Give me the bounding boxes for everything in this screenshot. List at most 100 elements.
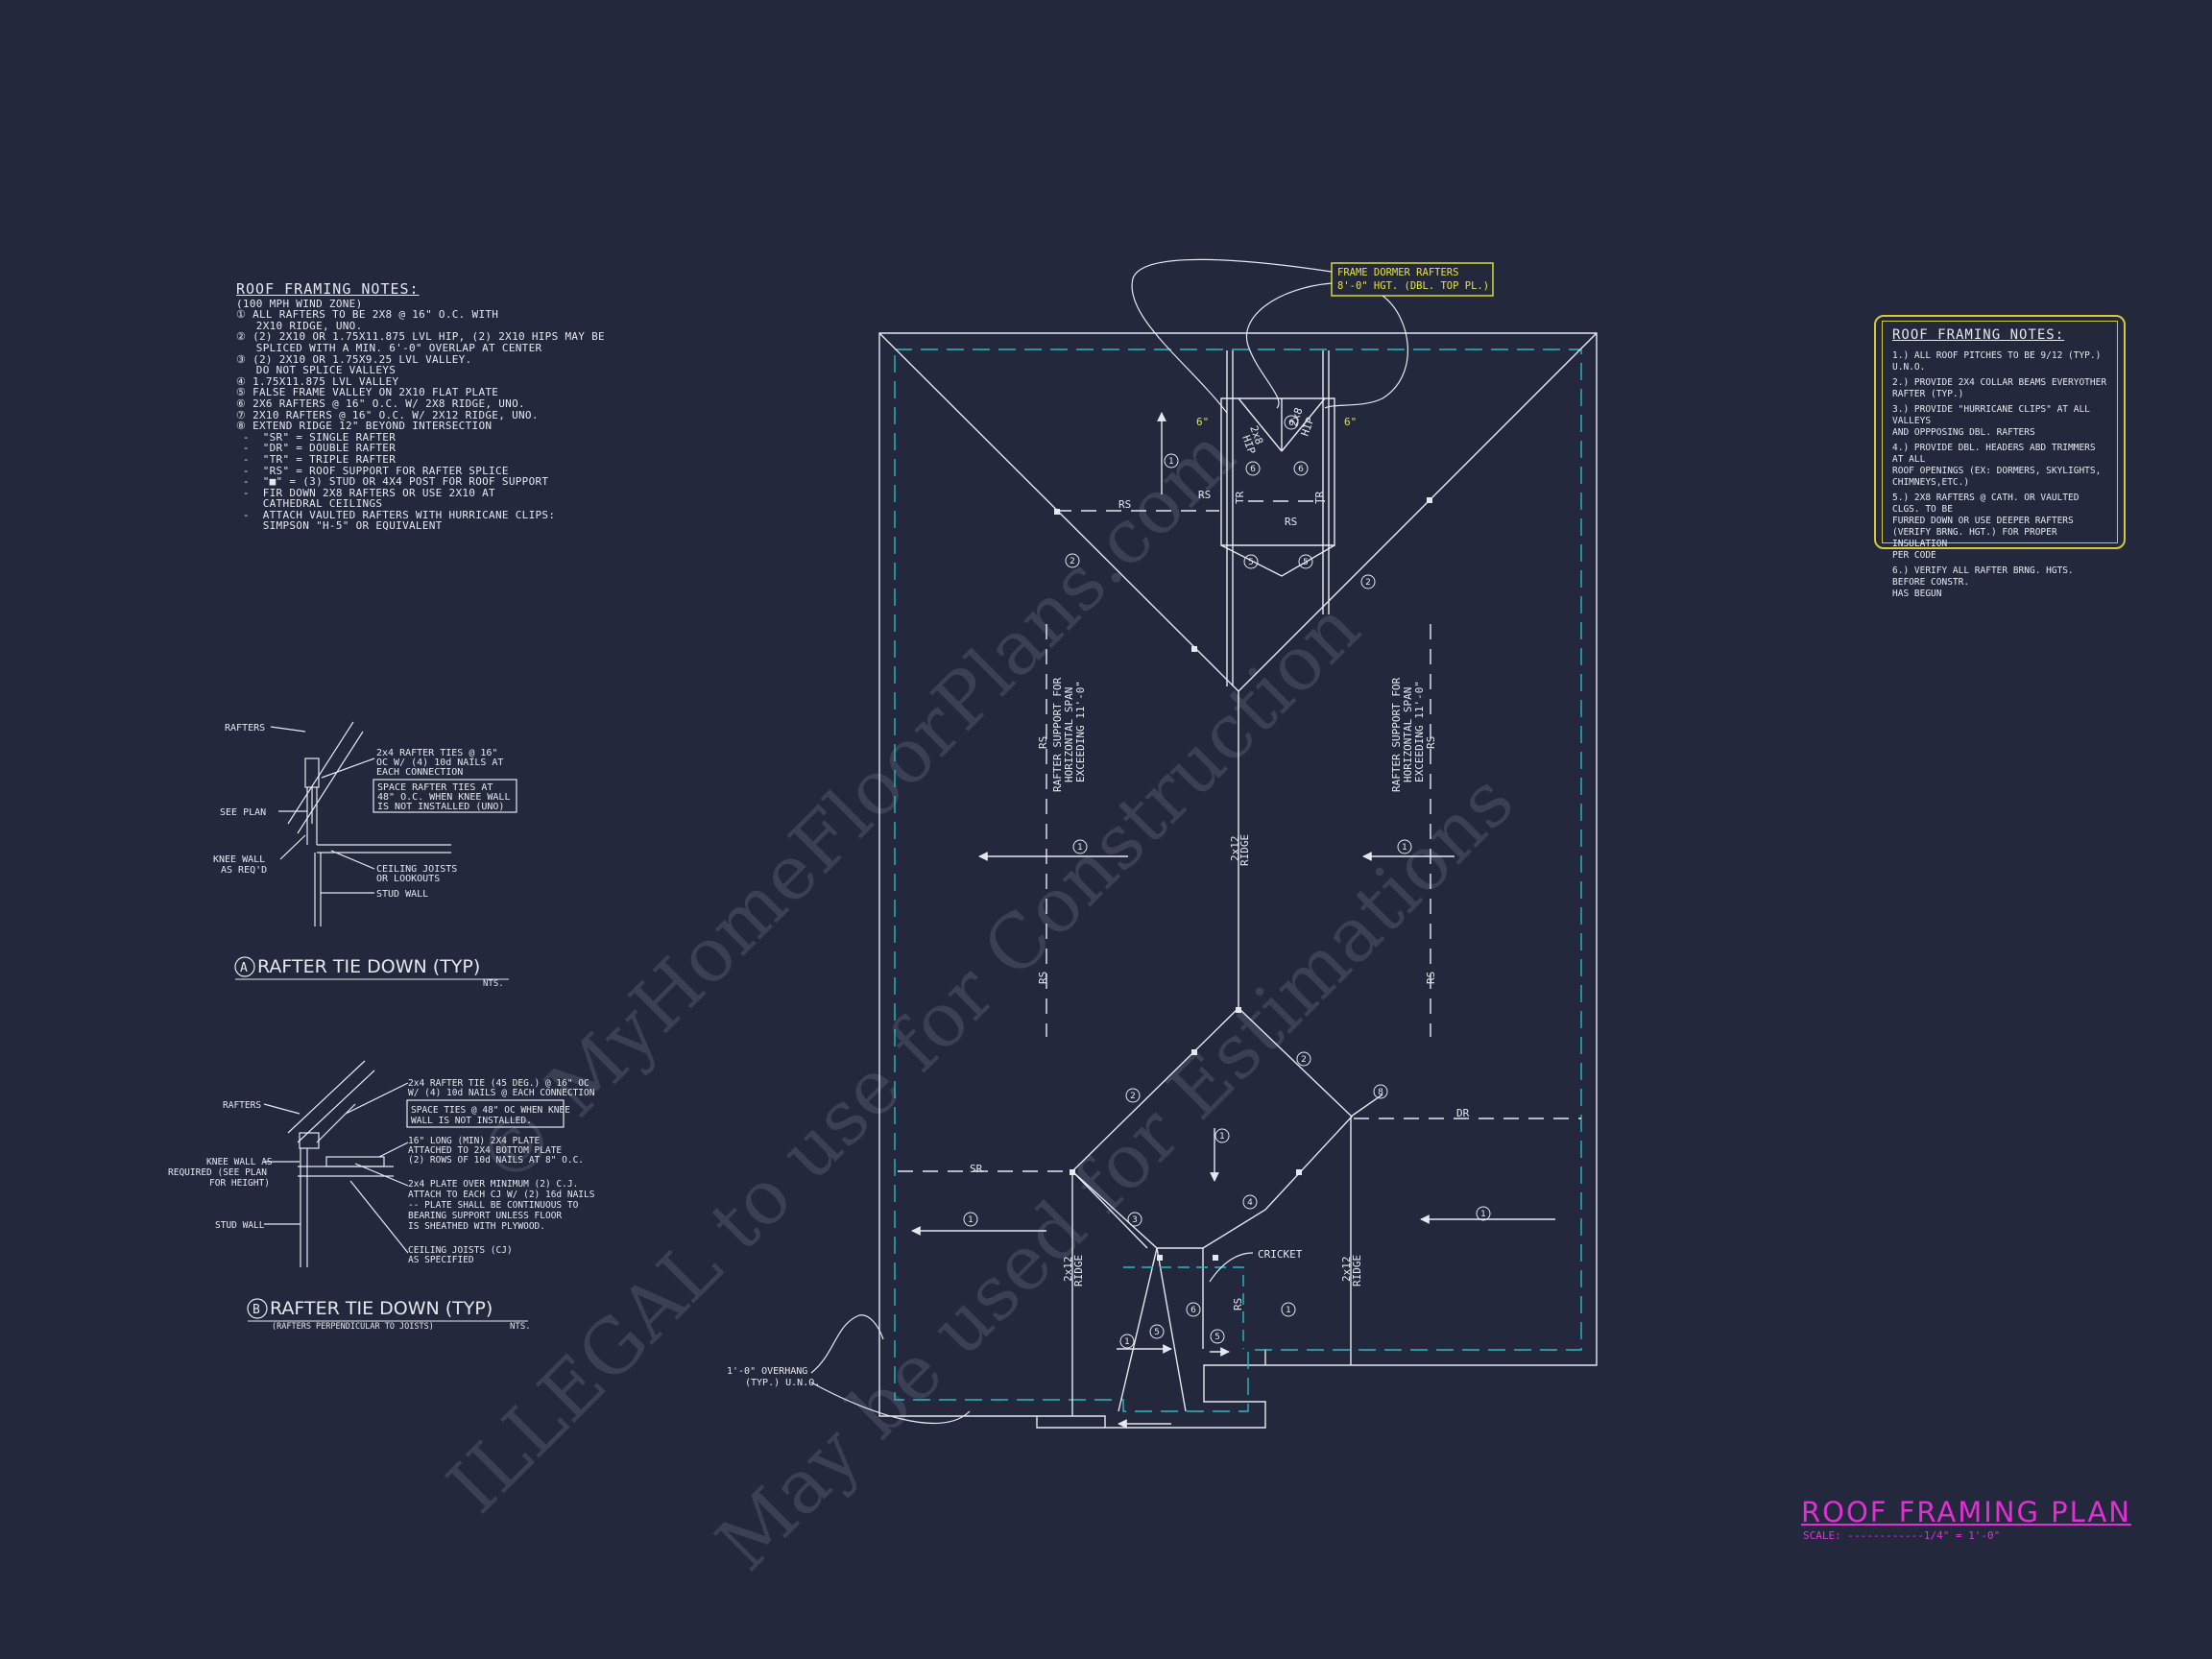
label: AS SPECIFIED	[408, 1255, 474, 1265]
label: STUD WALL	[376, 889, 428, 900]
detail-letter: A	[240, 961, 248, 975]
rafter	[297, 1070, 375, 1143]
notes-box-title: ROOF FRAMING NOTES:	[1892, 327, 2065, 343]
label: KNEE WALL	[213, 854, 265, 865]
detail-title: RAFTER TIE DOWN (TYP)	[270, 1298, 493, 1319]
label: BEARING SUPPORT UNLESS FLOOR	[408, 1211, 562, 1221]
ridge-label: RIDGE	[1351, 1255, 1363, 1286]
leader-line	[1245, 282, 1333, 409]
post	[1191, 646, 1197, 652]
key-5: 5	[1154, 1328, 1160, 1337]
valley-line	[1071, 1170, 1148, 1249]
note-line: ⑧ EXTEND RIDGE 12" BEYOND INTERSECTION	[236, 420, 493, 433]
note-line: ③ (2) 2x10 OR 1.75x9.25 LVL VALLEY.	[236, 352, 472, 366]
dormer-hip	[1281, 397, 1326, 452]
rs-label: RS	[1425, 972, 1437, 984]
note-line: - ATTACH VAULTED RAFTERS WITH HURRICANE …	[236, 508, 556, 521]
rs-label: RS	[1232, 1298, 1244, 1310]
label: FOR HEIGHT)	[209, 1178, 270, 1189]
key-1: 1	[1168, 457, 1174, 467]
label: ATTACH TO EACH CJ W/ (2) 16d NAILS	[408, 1190, 595, 1200]
label: SEE PLAN	[220, 807, 266, 818]
key-circle	[1242, 1194, 1258, 1210]
note-item: PER CODE	[1892, 550, 1936, 561]
key-circle	[1281, 1302, 1296, 1317]
label: KNEE WALL AS	[206, 1157, 273, 1167]
sr-label: SR	[970, 1163, 983, 1175]
note-item: RAFTER (TYP.)	[1892, 389, 1964, 399]
note-item: AND OPPPOSING DBL. RAFTERS	[1892, 427, 2035, 438]
key-circle	[1119, 1334, 1135, 1349]
key-circle	[1293, 461, 1309, 476]
dormer-callout-line-1: FRAME DORMER RAFTERS	[1337, 267, 1458, 278]
key-1: 1	[1480, 1210, 1486, 1219]
note-item: CHIMNEYS,ETC.)	[1892, 477, 1970, 488]
tie-box	[406, 1099, 565, 1128]
detail-nts: NTS.	[483, 979, 504, 989]
key-6: 6	[1250, 465, 1256, 474]
rs-label: RS	[1285, 516, 1297, 528]
rs-label: RS	[1425, 736, 1437, 749]
label: -- PLATE SHALL BE CONTINUOUS TO	[408, 1200, 579, 1211]
leader-line	[354, 1163, 409, 1187]
rafter	[287, 721, 354, 825]
detail-marker-circle	[247, 1298, 268, 1319]
roof-framing-notes-box: ROOF FRAMING NOTES: 1.) ALL ROOF PITCHES…	[1874, 315, 2126, 599]
key-1: 1	[1219, 1132, 1225, 1142]
dormer-hip	[1238, 397, 1283, 452]
key-number-text: 1 2 2 6 6 6 5 5 1 1 2 2 1 8 4 3 1 1 5 5 …	[968, 419, 1486, 1347]
detail-marker-circle	[234, 956, 255, 977]
key-1: 1	[1402, 843, 1407, 853]
post	[1157, 1255, 1163, 1261]
label: (2) ROWS OF 10d NAILS AT 8" O.C.	[408, 1155, 584, 1166]
dormer-callout: FRAME DORMER RAFTERS 8'-0" HGT. (DBL. TO…	[1131, 258, 1494, 414]
cricket-leader	[1209, 1252, 1254, 1283]
note-line: - "■" = (3) STUD OR 4x4 POST FOR ROOF SU…	[236, 475, 549, 489]
label: CEILING JOISTS	[376, 864, 457, 875]
support-note: EXCEEDING 11'-0"	[1413, 681, 1426, 782]
support-note: EXCEEDING 11'-0"	[1074, 681, 1087, 782]
note-line: ⑥ 2x6 RAFTERS @ 16" O.C. W/ 2x8 RIDGE, U…	[236, 397, 525, 410]
rs-label: RS	[1198, 489, 1211, 501]
post	[1213, 1255, 1218, 1261]
note-line: - "DR" = DOUBLE RAFTER	[236, 442, 397, 455]
ridge-size: 2x12	[1229, 836, 1241, 862]
note-item: 6.) VERIFY ALL RAFTER BRNG. HGTS. BEFORE…	[1892, 565, 2074, 588]
notes-box-inner: ROOF FRAMING NOTES: 1.) ALL ROOF PITCHES…	[1882, 321, 2118, 599]
note-item: FURRED DOWN OR USE DEEPER RAFTERS	[1892, 516, 2074, 526]
overhang-line-2: (TYP.) U.N.O.	[745, 1378, 820, 1388]
label: CEILING JOISTS (CJ)	[408, 1245, 513, 1256]
key-circle	[1125, 1088, 1141, 1103]
key-circle	[963, 1212, 978, 1227]
ridge-label: RIDGE	[1072, 1255, 1085, 1286]
note-line: 2x10 RIDGE, UNO.	[236, 319, 363, 332]
key-6: 6	[1288, 419, 1294, 428]
note-line: ④ 1.75x11.875 LVL VALLEY	[236, 374, 399, 388]
post	[1070, 1169, 1075, 1175]
key-circle	[1186, 1302, 1201, 1317]
dormer-valley	[1220, 544, 1335, 577]
note-line: ① ALL RAFTERS TO BE 2x8 @ 16" O.C. WITH	[236, 308, 499, 322]
label: RAFTERS	[225, 723, 265, 733]
support-note: HORIZONTAL SPAN	[1063, 687, 1075, 782]
label: 48" O.C. WHEN KNEE WALL	[377, 792, 510, 803]
label: ATTACHED TO 2X4 BOTTOM PLATE	[408, 1145, 562, 1156]
key-circle	[1298, 554, 1313, 569]
label: 2x4 RAFTER TIE (45 DEG.) @ 16" OC	[408, 1078, 589, 1089]
note-item: ROOF OPENINGS (EX: DORMERS, SKYLIGHTS,	[1892, 466, 2102, 476]
note-line: ⑤ FALSE FRAME VALLEY ON 2x10 FLAT PLATE	[236, 386, 499, 399]
post	[1427, 497, 1432, 503]
dr-label: DR	[1456, 1107, 1470, 1119]
leader-line	[349, 1180, 409, 1254]
detail-letter: B	[252, 1303, 260, 1317]
leader-line	[810, 1314, 884, 1374]
label: 2x4 PLATE OVER MINIMUM (2) C.J.	[408, 1179, 578, 1190]
key-2: 2	[1070, 557, 1075, 566]
key-1: 1	[1124, 1337, 1130, 1347]
posts	[1054, 497, 1432, 1261]
key-circle	[1065, 553, 1080, 568]
post	[1054, 509, 1060, 515]
dimension: 6"	[1344, 416, 1357, 428]
note-line: (100 MPH WIND ZONE)	[236, 297, 363, 310]
